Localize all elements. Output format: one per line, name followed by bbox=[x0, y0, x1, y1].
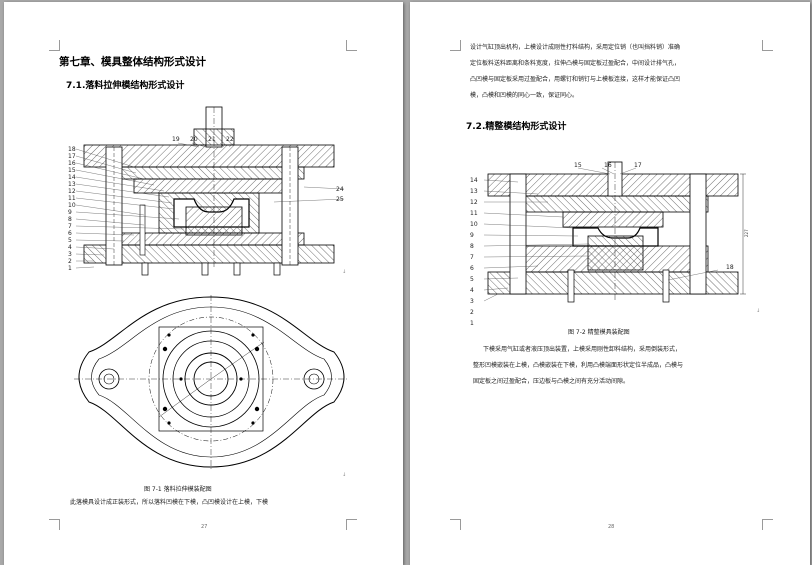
part-label-11: 11 bbox=[470, 210, 478, 217]
part-label-1: 1 bbox=[68, 265, 72, 272]
plan-view-drawing bbox=[74, 295, 349, 469]
crop-mark bbox=[346, 519, 357, 530]
crop-mark bbox=[49, 519, 60, 530]
part-label-1: 1 bbox=[470, 320, 474, 327]
part-label-15: 15 bbox=[68, 167, 76, 174]
part-label-5: 5 bbox=[470, 276, 474, 283]
dimension-label: 227 bbox=[744, 229, 749, 237]
part-label-16: 16 bbox=[604, 162, 612, 169]
crop-mark bbox=[346, 40, 357, 51]
part-label-12: 12 bbox=[68, 188, 76, 195]
part-label-3: 3 bbox=[68, 251, 72, 258]
crop-mark bbox=[762, 519, 773, 530]
part-label-22: 22 bbox=[226, 136, 234, 143]
part-label-2: 2 bbox=[68, 258, 72, 265]
body-line: 固定板之间过盈配合，压边板与凸模之间有充分活动间隙。 bbox=[473, 378, 630, 385]
part-label-16: 16 bbox=[68, 160, 76, 167]
top-part-labels: 15 16 17 bbox=[574, 162, 642, 169]
body-line: 凸凹模与固定板采用过盈配合，用螺钉和销钉与上模板连接，这样才能保证凸凹 bbox=[470, 76, 681, 83]
part-label-12: 12 bbox=[470, 199, 478, 206]
part-label-25: 25 bbox=[336, 196, 344, 203]
part-label-17: 17 bbox=[634, 162, 642, 169]
part-label-20: 20 bbox=[190, 136, 198, 143]
part-label-21: 21 bbox=[208, 136, 216, 143]
figure-caption: 图 7-1 落料拉伸模装配图 bbox=[144, 486, 212, 493]
part-label-14: 14 bbox=[470, 177, 478, 184]
page-number: 27 bbox=[201, 524, 208, 530]
section-title: 7.1.落料拉伸模结构形式设计 bbox=[66, 81, 185, 91]
top-part-labels: 19 20 21 22 bbox=[172, 136, 234, 143]
part-label-17: 17 bbox=[68, 153, 76, 160]
crop-mark bbox=[450, 519, 461, 530]
figure-caption: 图 7-2 精整模具装配图 bbox=[568, 329, 630, 336]
part-label-4: 4 bbox=[68, 244, 72, 251]
part-label-13: 13 bbox=[68, 181, 76, 188]
part-label-3: 3 bbox=[470, 298, 474, 305]
crop-mark bbox=[762, 40, 773, 51]
part-label-8: 8 bbox=[68, 216, 72, 223]
part-label-9: 9 bbox=[470, 232, 474, 239]
section-title: 7.2.精整模结构形式设计 bbox=[466, 122, 567, 132]
paragraph-mark: ↓ bbox=[342, 269, 347, 275]
part-label-10: 10 bbox=[68, 202, 76, 209]
finishing-die-drawing: 14 13 12 11 10 9 8 7 6 5 4 3 2 1 15 16 17 18 227 bbox=[470, 161, 749, 327]
body-line: 下模采用气缸或者液压顶出装置，上模采用刚性卸料结构，采用倒装形式， bbox=[483, 346, 682, 353]
document-page-28: 设计气缸顶出机构，上模设计成刚性打料结构，采用定位销（也叫挡料销）准确 定位板料… bbox=[410, 2, 810, 565]
paragraph-mark: ↓ bbox=[756, 308, 761, 314]
part-label-10: 10 bbox=[470, 221, 478, 228]
document-page-27: 第七章、模具整体结构形式设计 7.1.落料拉伸模结构形式设计 bbox=[4, 2, 403, 565]
paragraph-mark: ↓ bbox=[342, 472, 347, 478]
part-label-8: 8 bbox=[470, 243, 474, 250]
leader-labels: 14 13 12 11 10 9 8 7 6 5 4 3 2 1 bbox=[470, 177, 478, 327]
part-label-19: 19 bbox=[172, 136, 180, 143]
body-line: 设计气缸顶出机构，上模设计成刚性打料结构，采用定位销（也叫挡料销）准确 bbox=[470, 44, 681, 51]
part-label-15: 15 bbox=[574, 162, 582, 169]
body-line: 模，凸模和凹模的同心一致，保证同心。 bbox=[470, 92, 579, 99]
part-label-5: 5 bbox=[68, 237, 72, 244]
body-line: 此落模具设计成正装形式，所以落料凹模在下模，凸凹模设计在上模，下模 bbox=[70, 499, 269, 506]
part-label-4: 4 bbox=[470, 287, 474, 294]
page-number: 28 bbox=[608, 524, 615, 530]
body-line: 整形凹模嵌装在上模，凸模嵌装在下模，利用凸模端面形状定位半成品，凸模与 bbox=[473, 362, 684, 369]
chapter-title: 第七章、模具整体结构形式设计 bbox=[59, 56, 206, 68]
body-paragraph-top: 设计气缸顶出机构，上模设计成刚性打料结构，采用定位销（也叫挡料销）准确 定位板料… bbox=[470, 40, 680, 104]
body-text: 此落模具设计成正装形式，所以落料凹模在下模，凸凹模设计在上模，下模 bbox=[70, 495, 268, 511]
body-paragraph-bottom: 下模采用气缸或者液压顶出装置，上模采用刚性卸料结构，采用倒装形式， 整形凹模嵌装… bbox=[473, 342, 683, 390]
part-label-7: 7 bbox=[68, 223, 72, 230]
part-label-6: 6 bbox=[470, 265, 474, 272]
body-line: 定位板料送料距离和条料宽度，拉伸凸模与固定板过盈配合，中间设计排气孔， bbox=[470, 60, 681, 67]
part-label-14: 14 bbox=[68, 174, 76, 181]
part-label-6: 6 bbox=[68, 230, 72, 237]
part-label-2: 2 bbox=[470, 309, 474, 316]
crop-mark bbox=[450, 40, 461, 51]
part-label-11: 11 bbox=[68, 195, 76, 202]
part-label-18: 18 bbox=[726, 264, 734, 271]
part-label-7: 7 bbox=[470, 254, 474, 261]
part-label-13: 13 bbox=[470, 188, 478, 195]
part-label-18: 18 bbox=[68, 146, 76, 153]
part-label-9: 9 bbox=[68, 209, 72, 216]
part-label-24: 24 bbox=[336, 186, 344, 193]
crop-mark bbox=[49, 40, 60, 51]
